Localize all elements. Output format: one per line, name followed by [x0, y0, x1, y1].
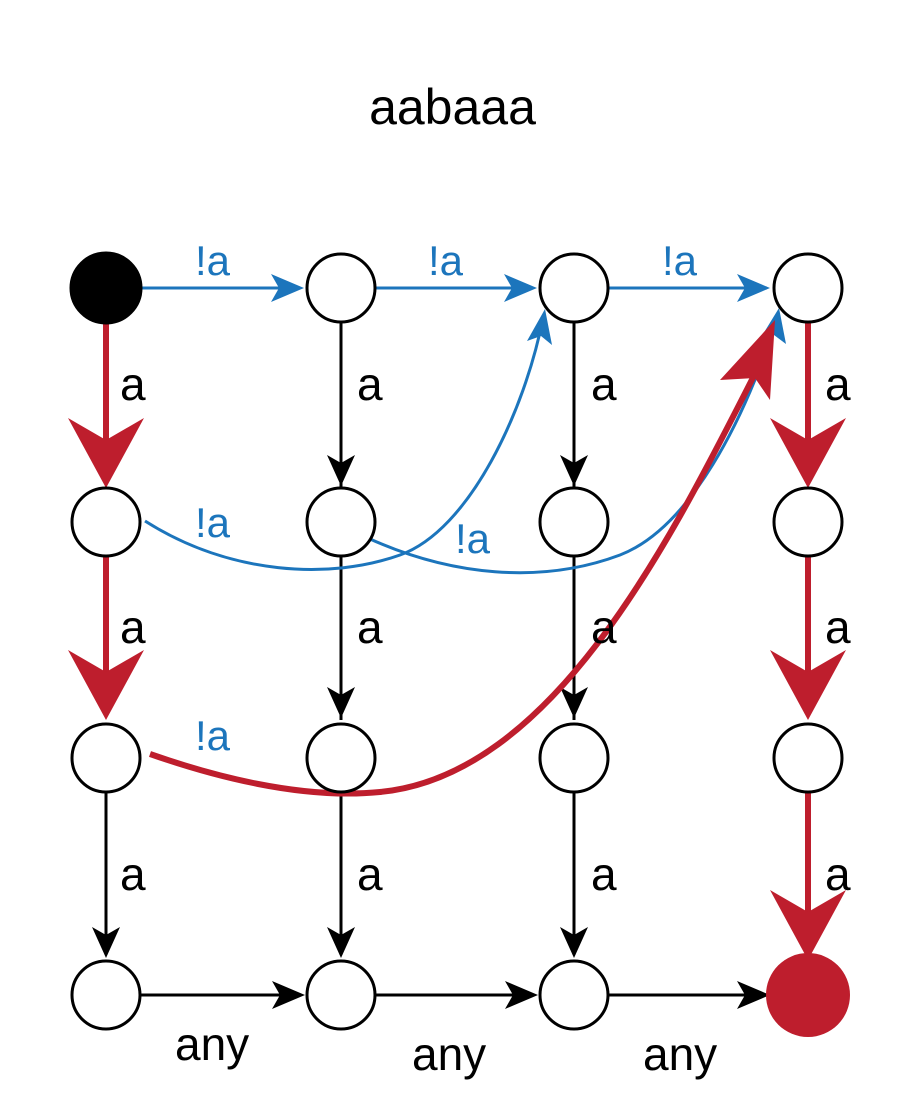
edge-r0c2-r1c2-head [560, 455, 588, 486]
node-r1c2 [538, 486, 610, 558]
label-bottom-1: any [412, 1028, 486, 1080]
edge-r2c0-r3c0-head [92, 927, 120, 958]
label-curve-1: !a [455, 515, 491, 562]
label-v-c1-r1: a [357, 601, 383, 653]
edge-r2c1-r3c1-head [327, 927, 355, 958]
label-bottom-2: any [643, 1028, 717, 1080]
edge-r0c2-r0c3-head [737, 274, 770, 302]
edge-r0c1-r1c1-head [327, 455, 355, 486]
nodes [69, 251, 850, 1037]
curve-r1c0-r0c2 [144, 317, 545, 571]
node-r3c1 [305, 959, 377, 1031]
bottom-row-edges [141, 981, 770, 1009]
labels-bottom-row: any any any [175, 1018, 717, 1080]
label-v-c3-r0: a [825, 358, 851, 410]
edge-r0c0-r0c1-head [271, 274, 304, 302]
node-r1c0 [70, 486, 142, 558]
label-curve-0: !a [195, 499, 231, 546]
label-v-c2-r0: a [591, 358, 617, 410]
node-r1c1 [305, 486, 377, 558]
label-top-2: !a [662, 237, 698, 284]
edge-r3c1-r3c2-head [505, 981, 538, 1009]
label-v-c1-r2: a [357, 848, 383, 900]
edge-r0c1-r0c2-head [504, 274, 537, 302]
edge-r2c3-r3c3-head [770, 890, 846, 960]
label-curve-2: !a [195, 712, 231, 759]
label-v-c0-r1: a [120, 601, 146, 653]
node-start [69, 251, 143, 325]
edge-r3c0-r3c1-head [272, 981, 305, 1009]
labels-curved: !a !a !a [195, 499, 491, 759]
node-r2c2 [538, 722, 610, 794]
node-r3c2 [538, 959, 610, 1031]
red-edges [68, 320, 846, 960]
node-r1c3 [772, 486, 844, 558]
label-top-0: !a [195, 237, 231, 284]
node-r2c0 [70, 722, 142, 794]
edge-r0c3-r1c3-head [770, 418, 846, 488]
node-r3c0 [70, 959, 142, 1031]
label-bottom-0: any [175, 1018, 249, 1070]
edge-r1c3-r2c3-head [770, 650, 846, 720]
label-v-c3-r1: a [825, 601, 851, 653]
label-top-1: !a [428, 237, 464, 284]
label-v-c2-r1: a [591, 601, 617, 653]
label-v-c1-r0: a [357, 358, 383, 410]
node-accept [766, 953, 850, 1037]
edge-r2c2-r3c2-head [560, 927, 588, 958]
label-v-c0-r2: a [120, 848, 146, 900]
node-r2c3 [772, 722, 844, 794]
node-r0c3 [772, 252, 844, 324]
curve-r2c0-r0c3-head [720, 320, 775, 400]
edge-r0c0-r1c0-head [68, 418, 144, 488]
curve-r1c0-r0c2-head [527, 309, 552, 345]
node-r0c2 [538, 252, 610, 324]
node-r2c1 [305, 722, 377, 794]
label-v-c2-r2: a [591, 848, 617, 900]
node-r0c1 [305, 252, 377, 324]
label-v-c3-r2: a [825, 848, 851, 900]
diagram-title: aabaaa [369, 79, 536, 135]
vertical-edges-black [92, 320, 588, 958]
labels-vertical: a a a a a a a a a a a a [120, 358, 851, 900]
curve-r1c1-r0c3 [369, 317, 779, 575]
labels-top-row: !a !a !a [195, 237, 698, 284]
top-row-edges [141, 274, 770, 302]
edge-r3c2-r3c3-head [737, 981, 770, 1009]
curve-r2c0-r0c3 [149, 358, 765, 797]
edge-r1c1-r2c1-head [327, 687, 355, 718]
edge-r1c0-r2c0-head [68, 650, 144, 720]
edge-r1c2-r2c2-head [560, 687, 588, 718]
label-v-c0-r0: a [120, 358, 146, 410]
